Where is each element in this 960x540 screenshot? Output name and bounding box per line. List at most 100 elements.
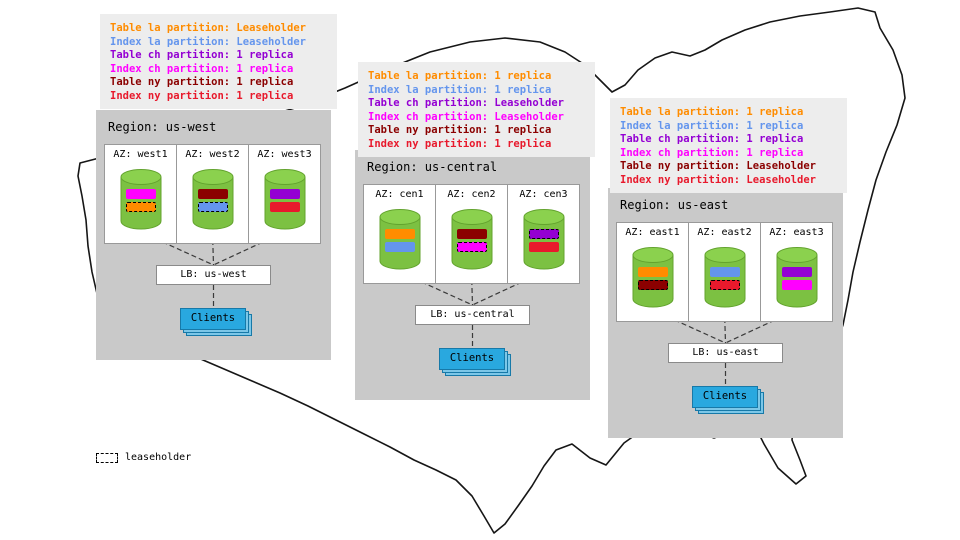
cylinder-graphic bbox=[776, 247, 817, 308]
partition-bar bbox=[456, 242, 487, 252]
legend-line: Index ch partition: Leaseholder bbox=[368, 110, 564, 123]
partition-legend-us-east: Table la partition: 1 replica Index la p… bbox=[610, 98, 847, 193]
region-us-east: Region: us-east AZ: east1 AZ: east2 bbox=[608, 188, 843, 438]
database-cylinder-icon bbox=[703, 246, 747, 308]
az-box-west2: AZ: west2 bbox=[176, 144, 249, 244]
legend-line: Table la partition: 1 replica bbox=[368, 70, 552, 82]
region-title: Region: us-central bbox=[367, 160, 498, 174]
cylinder-graphic bbox=[704, 247, 745, 308]
az-row: AZ: east1 AZ: east2 bbox=[616, 222, 833, 322]
database-cylinder-icon bbox=[631, 246, 675, 308]
region-us-central: Region: us-central AZ: cen1 AZ: cen2 bbox=[355, 150, 590, 400]
az-box-east2: AZ: east2 bbox=[688, 222, 761, 322]
legend-line: Index ch partition: 1 replica bbox=[110, 62, 294, 75]
cylinder-graphic bbox=[451, 209, 492, 270]
az-label: AZ: west1 bbox=[113, 149, 168, 160]
legend-line: Index ny partition: 1 replica bbox=[368, 137, 552, 150]
leaseholder-key-label: leaseholder bbox=[125, 452, 192, 463]
clients-node: Clients bbox=[180, 308, 252, 336]
legend-line: Table ch partition: 1 replica bbox=[110, 49, 294, 61]
partition-bar bbox=[125, 202, 156, 212]
load-balancer-us-east: LB: us-east bbox=[668, 343, 783, 363]
cylinder-graphic bbox=[120, 169, 161, 230]
legend-line: Table ny partition: Leaseholder bbox=[620, 160, 816, 172]
legend-line: Index la partition: 1 replica bbox=[620, 119, 804, 132]
partition-bar bbox=[384, 242, 415, 252]
database-cylinder-icon bbox=[378, 208, 422, 270]
database-cylinder-icon bbox=[450, 208, 494, 270]
az-label: AZ: east2 bbox=[697, 227, 752, 238]
load-balancer-us-west: LB: us-west bbox=[156, 265, 271, 285]
connector-lines bbox=[399, 271, 544, 348]
legend-line: Table ch partition: 1 replica bbox=[620, 133, 804, 145]
connector-lines bbox=[140, 231, 285, 308]
az-label: AZ: east1 bbox=[625, 227, 680, 238]
az-box-east3: AZ: east3 bbox=[760, 222, 833, 322]
leaseholder-dashed-swatch bbox=[96, 452, 118, 463]
clients-node: Clients bbox=[692, 386, 764, 414]
legend-line: Index la partition: 1 replica bbox=[368, 83, 552, 96]
legend-line: Table ny partition: 1 replica bbox=[110, 76, 294, 88]
az-row: AZ: cen1 AZ: cen2 bbox=[363, 184, 580, 284]
cylinder-graphic bbox=[379, 209, 420, 270]
partition-bar bbox=[637, 267, 668, 277]
legend-line: Table ny partition: 1 replica bbox=[368, 124, 552, 136]
az-label: AZ: west2 bbox=[185, 149, 240, 160]
legend-line: Index ch partition: 1 replica bbox=[620, 146, 804, 159]
az-label: AZ: west3 bbox=[257, 149, 312, 160]
az-label: AZ: east3 bbox=[769, 227, 824, 238]
region-title: Region: us-east bbox=[620, 198, 729, 212]
partition-bar bbox=[197, 202, 228, 212]
partition-bar bbox=[709, 280, 740, 290]
region-title: Region: us-west bbox=[108, 120, 217, 134]
partition-legend-us-central: Table la partition: 1 replica Index la p… bbox=[358, 62, 595, 157]
partition-bar bbox=[781, 267, 812, 277]
partition-bar bbox=[197, 189, 228, 199]
partition-bar bbox=[384, 229, 415, 239]
cylinder-graphic bbox=[264, 169, 305, 230]
partition-bar bbox=[709, 267, 740, 277]
partition-bar bbox=[781, 280, 812, 290]
partition-bar bbox=[528, 229, 559, 239]
partition-bar bbox=[125, 189, 156, 199]
partition-bar bbox=[269, 189, 300, 199]
legend-line: Table la partition: Leaseholder bbox=[110, 22, 306, 34]
database-cylinder-icon bbox=[775, 246, 819, 308]
database-cylinder-icon bbox=[522, 208, 566, 270]
clients-label: Clients bbox=[180, 308, 246, 330]
legend-line: Index ny partition: Leaseholder bbox=[620, 173, 816, 186]
database-cylinder-icon bbox=[263, 168, 307, 230]
az-box-cen2: AZ: cen2 bbox=[435, 184, 508, 284]
az-box-east1: AZ: east1 bbox=[616, 222, 689, 322]
az-label: AZ: cen3 bbox=[519, 189, 568, 200]
legend-line: Table ch partition: Leaseholder bbox=[368, 97, 564, 109]
connector-lines bbox=[652, 309, 797, 386]
partition-bar bbox=[456, 229, 487, 239]
cylinder-graphic bbox=[523, 209, 564, 270]
cylinder-graphic bbox=[632, 247, 673, 308]
region-us-west: Region: us-west AZ: west1 AZ: west2 bbox=[96, 110, 331, 360]
leaseholder-key: leaseholder bbox=[96, 452, 191, 463]
cylinder-graphic bbox=[192, 169, 233, 230]
az-row: AZ: west1 AZ: west2 bbox=[104, 144, 321, 244]
clients-node: Clients bbox=[439, 348, 511, 376]
partition-bar bbox=[637, 280, 668, 290]
az-box-cen1: AZ: cen1 bbox=[363, 184, 436, 284]
az-label: AZ: cen1 bbox=[375, 189, 424, 200]
partition-bar bbox=[269, 202, 300, 212]
database-cylinder-icon bbox=[191, 168, 235, 230]
az-label: AZ: cen2 bbox=[447, 189, 496, 200]
partition-bar bbox=[528, 242, 559, 252]
legend-line: Index la partition: Leaseholder bbox=[110, 35, 306, 48]
az-box-west1: AZ: west1 bbox=[104, 144, 177, 244]
az-box-west3: AZ: west3 bbox=[248, 144, 321, 244]
legend-line: Table la partition: 1 replica bbox=[620, 106, 804, 118]
legend-line: Index ny partition: 1 replica bbox=[110, 89, 294, 102]
load-balancer-us-central: LB: us-central bbox=[415, 305, 530, 325]
clients-label: Clients bbox=[692, 386, 758, 408]
clients-label: Clients bbox=[439, 348, 505, 370]
database-cylinder-icon bbox=[119, 168, 163, 230]
az-box-cen3: AZ: cen3 bbox=[507, 184, 580, 284]
